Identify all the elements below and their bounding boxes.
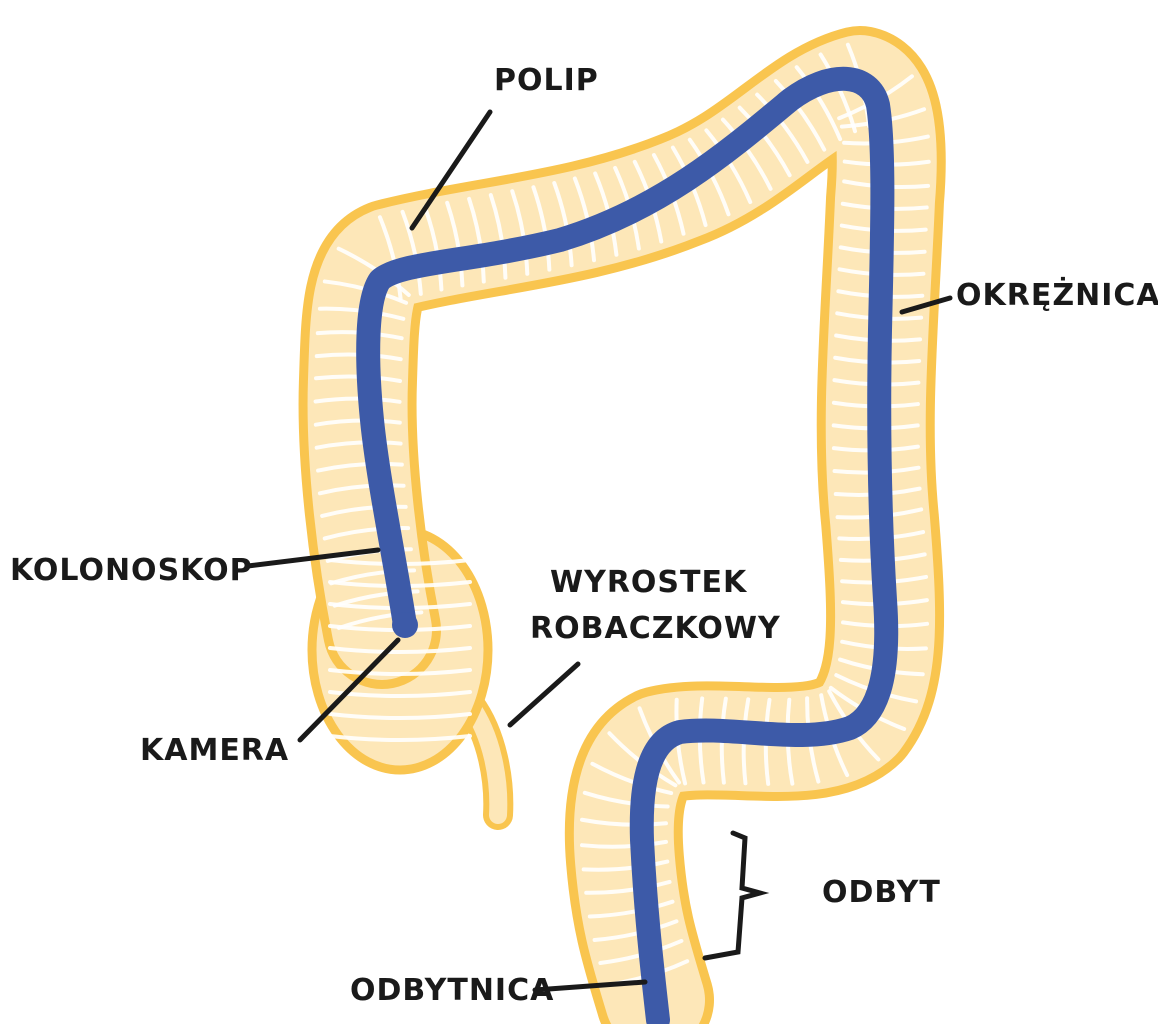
label-camera: KAMERA <box>140 733 289 768</box>
label-rectum: ODBYTNICA <box>350 973 554 1008</box>
label-colonoscope: KOLONOSKOP <box>10 553 253 588</box>
colon <box>312 45 929 1000</box>
label-anus: ODBYT <box>822 875 941 910</box>
label-appendix-line2: ROBACZKOWY <box>530 611 781 646</box>
camera-tip <box>392 612 418 638</box>
appendix-leader <box>510 664 578 725</box>
anus-bracket <box>705 833 760 958</box>
label-appendix-line1: WYROSTEK <box>550 565 748 600</box>
label-colon: OKRĘŻNICA <box>956 277 1158 313</box>
label-polyp: POLIP <box>494 63 599 98</box>
